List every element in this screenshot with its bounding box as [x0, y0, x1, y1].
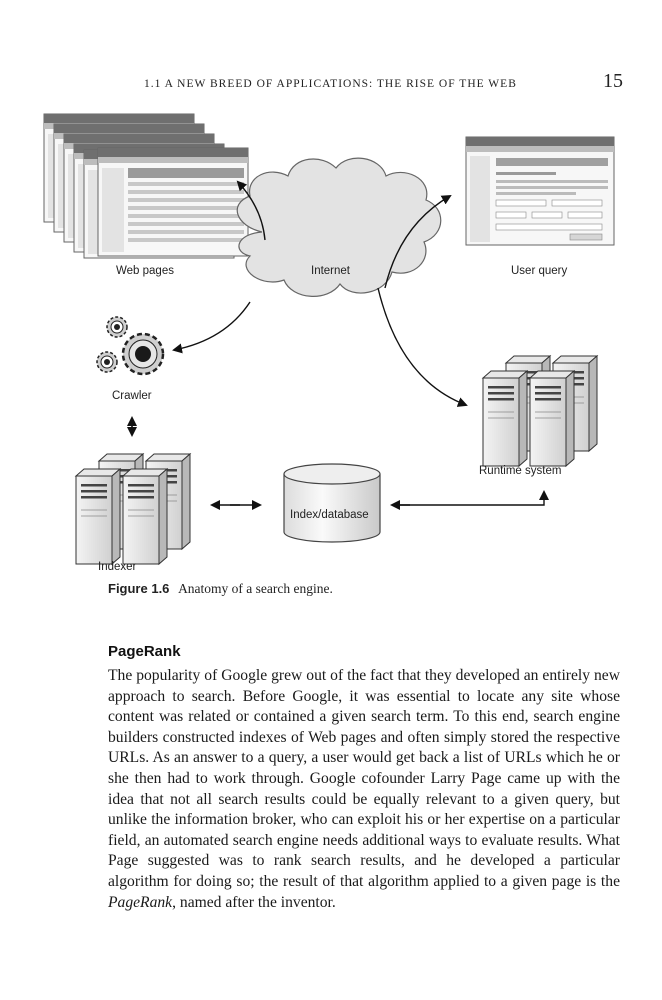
internet-cloud: [236, 157, 442, 297]
label-indexer: Indexer: [98, 561, 137, 573]
label-runtime-system: Runtime system: [479, 465, 561, 477]
runtime-system-servers: [482, 355, 598, 467]
indexer-servers: [75, 453, 191, 565]
search-engine-diagram: Web pages User query Internet: [0, 100, 662, 580]
figure-caption-text: Anatomy of a search engine.: [178, 581, 333, 596]
arrow-to-user-query: [384, 194, 452, 289]
label-web-pages: Web pages: [116, 265, 174, 277]
section-heading: PageRank: [108, 643, 181, 660]
user-query-illustration: [465, 136, 615, 246]
pagerank-term: PageRank: [108, 893, 173, 911]
label-internet: Internet: [311, 265, 351, 277]
figure-label: Figure 1.6: [108, 581, 170, 596]
arrow-to-crawler: [172, 301, 251, 354]
label-crawler: Crawler: [112, 390, 152, 402]
index-database-cylinder: [283, 463, 381, 543]
paragraph-text: The popularity of Google grew out of the…: [108, 667, 620, 890]
label-user-query: User query: [511, 265, 567, 277]
body-paragraph: The popularity of Google grew out of the…: [108, 666, 620, 913]
label-index-database: Index/database: [290, 509, 369, 521]
arrow-database-runtime: [400, 490, 549, 506]
arrow-to-web-pages: [236, 180, 266, 241]
page-number: 15: [603, 70, 623, 92]
arrow-to-runtime-system: [377, 287, 468, 407]
web-pages-illustration: [43, 113, 249, 259]
crawler-gears-icon: [96, 316, 165, 376]
paragraph-text-end: , named after the inventor.: [172, 893, 336, 911]
figure-caption: Figure 1.6 Anatomy of a search engine.: [108, 581, 608, 597]
running-head: 1.1 A NEW BREED OF APPLICATIONS: THE RIS…: [144, 78, 517, 90]
